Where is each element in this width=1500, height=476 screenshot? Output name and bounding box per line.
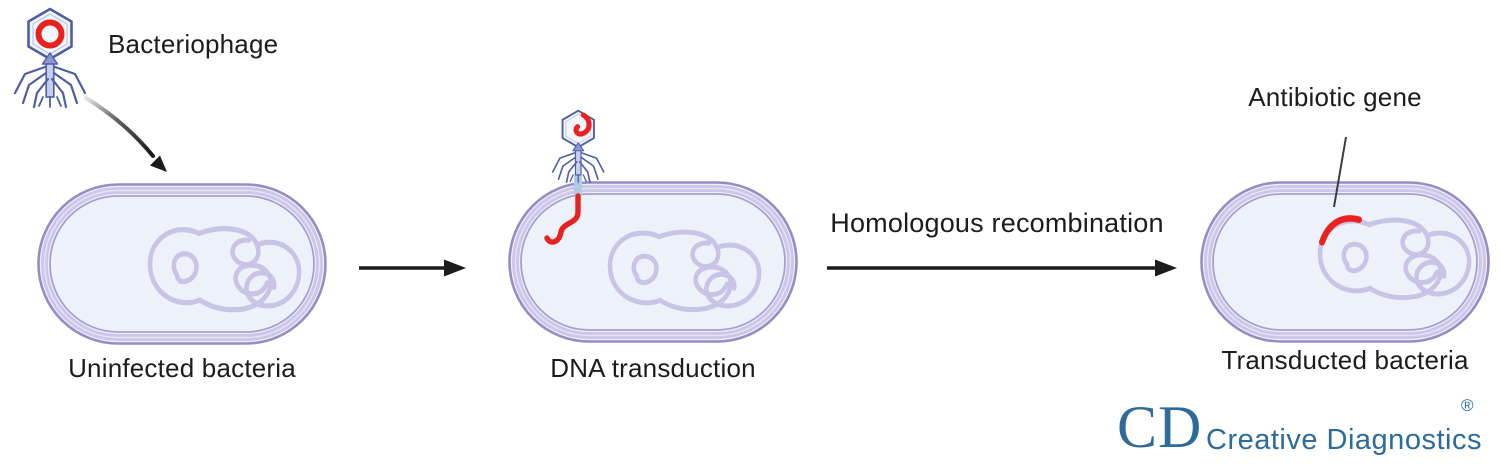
curved-arrow-icon — [84, 96, 167, 172]
bacterium-cell-icon-transducted — [1202, 183, 1489, 342]
bacteriophage-injecting-icon — [551, 109, 605, 184]
antibiotic-gene-label: Antibiotic gene — [1248, 82, 1422, 112]
logo-initials: CD — [1117, 394, 1203, 460]
bacterium-cell-icon-uninfected — [39, 185, 326, 344]
phage-dna-ring — [35, 19, 65, 49]
bacteriophage-label: Bacteriophage — [108, 29, 279, 59]
antibiotic-gene-segment — [1319, 215, 1362, 246]
pointer-line-icon — [1333, 136, 1347, 208]
injected-dna-strand — [544, 193, 581, 245]
stage-label-uninfected: Uninfected bacteria — [68, 353, 296, 383]
stage-label-transducted: Transducted bacteria — [1221, 345, 1469, 375]
logo-name: Creative Diagnostics — [1206, 424, 1482, 456]
membrane-channel — [574, 173, 582, 197]
bacteriophage-icon — [13, 7, 87, 109]
cell-membrane — [39, 185, 326, 344]
stage-label-dna-transduction: DNA transduction — [550, 353, 756, 383]
registered-trademark-icon: ® — [1461, 396, 1474, 415]
dna-nucleoid — [1319, 215, 1469, 297]
right-arrow-icon-2 — [827, 259, 1177, 277]
creative-diagnostics-logo: CD Creative Diagnostics ® — [1115, 394, 1490, 468]
homologous-recombination-label: Homologous recombination — [830, 208, 1164, 238]
phage-dna-strand-head — [573, 112, 592, 137]
right-arrow-icon-1 — [359, 259, 466, 277]
bacterium-cell-icon-transduction — [510, 183, 797, 342]
